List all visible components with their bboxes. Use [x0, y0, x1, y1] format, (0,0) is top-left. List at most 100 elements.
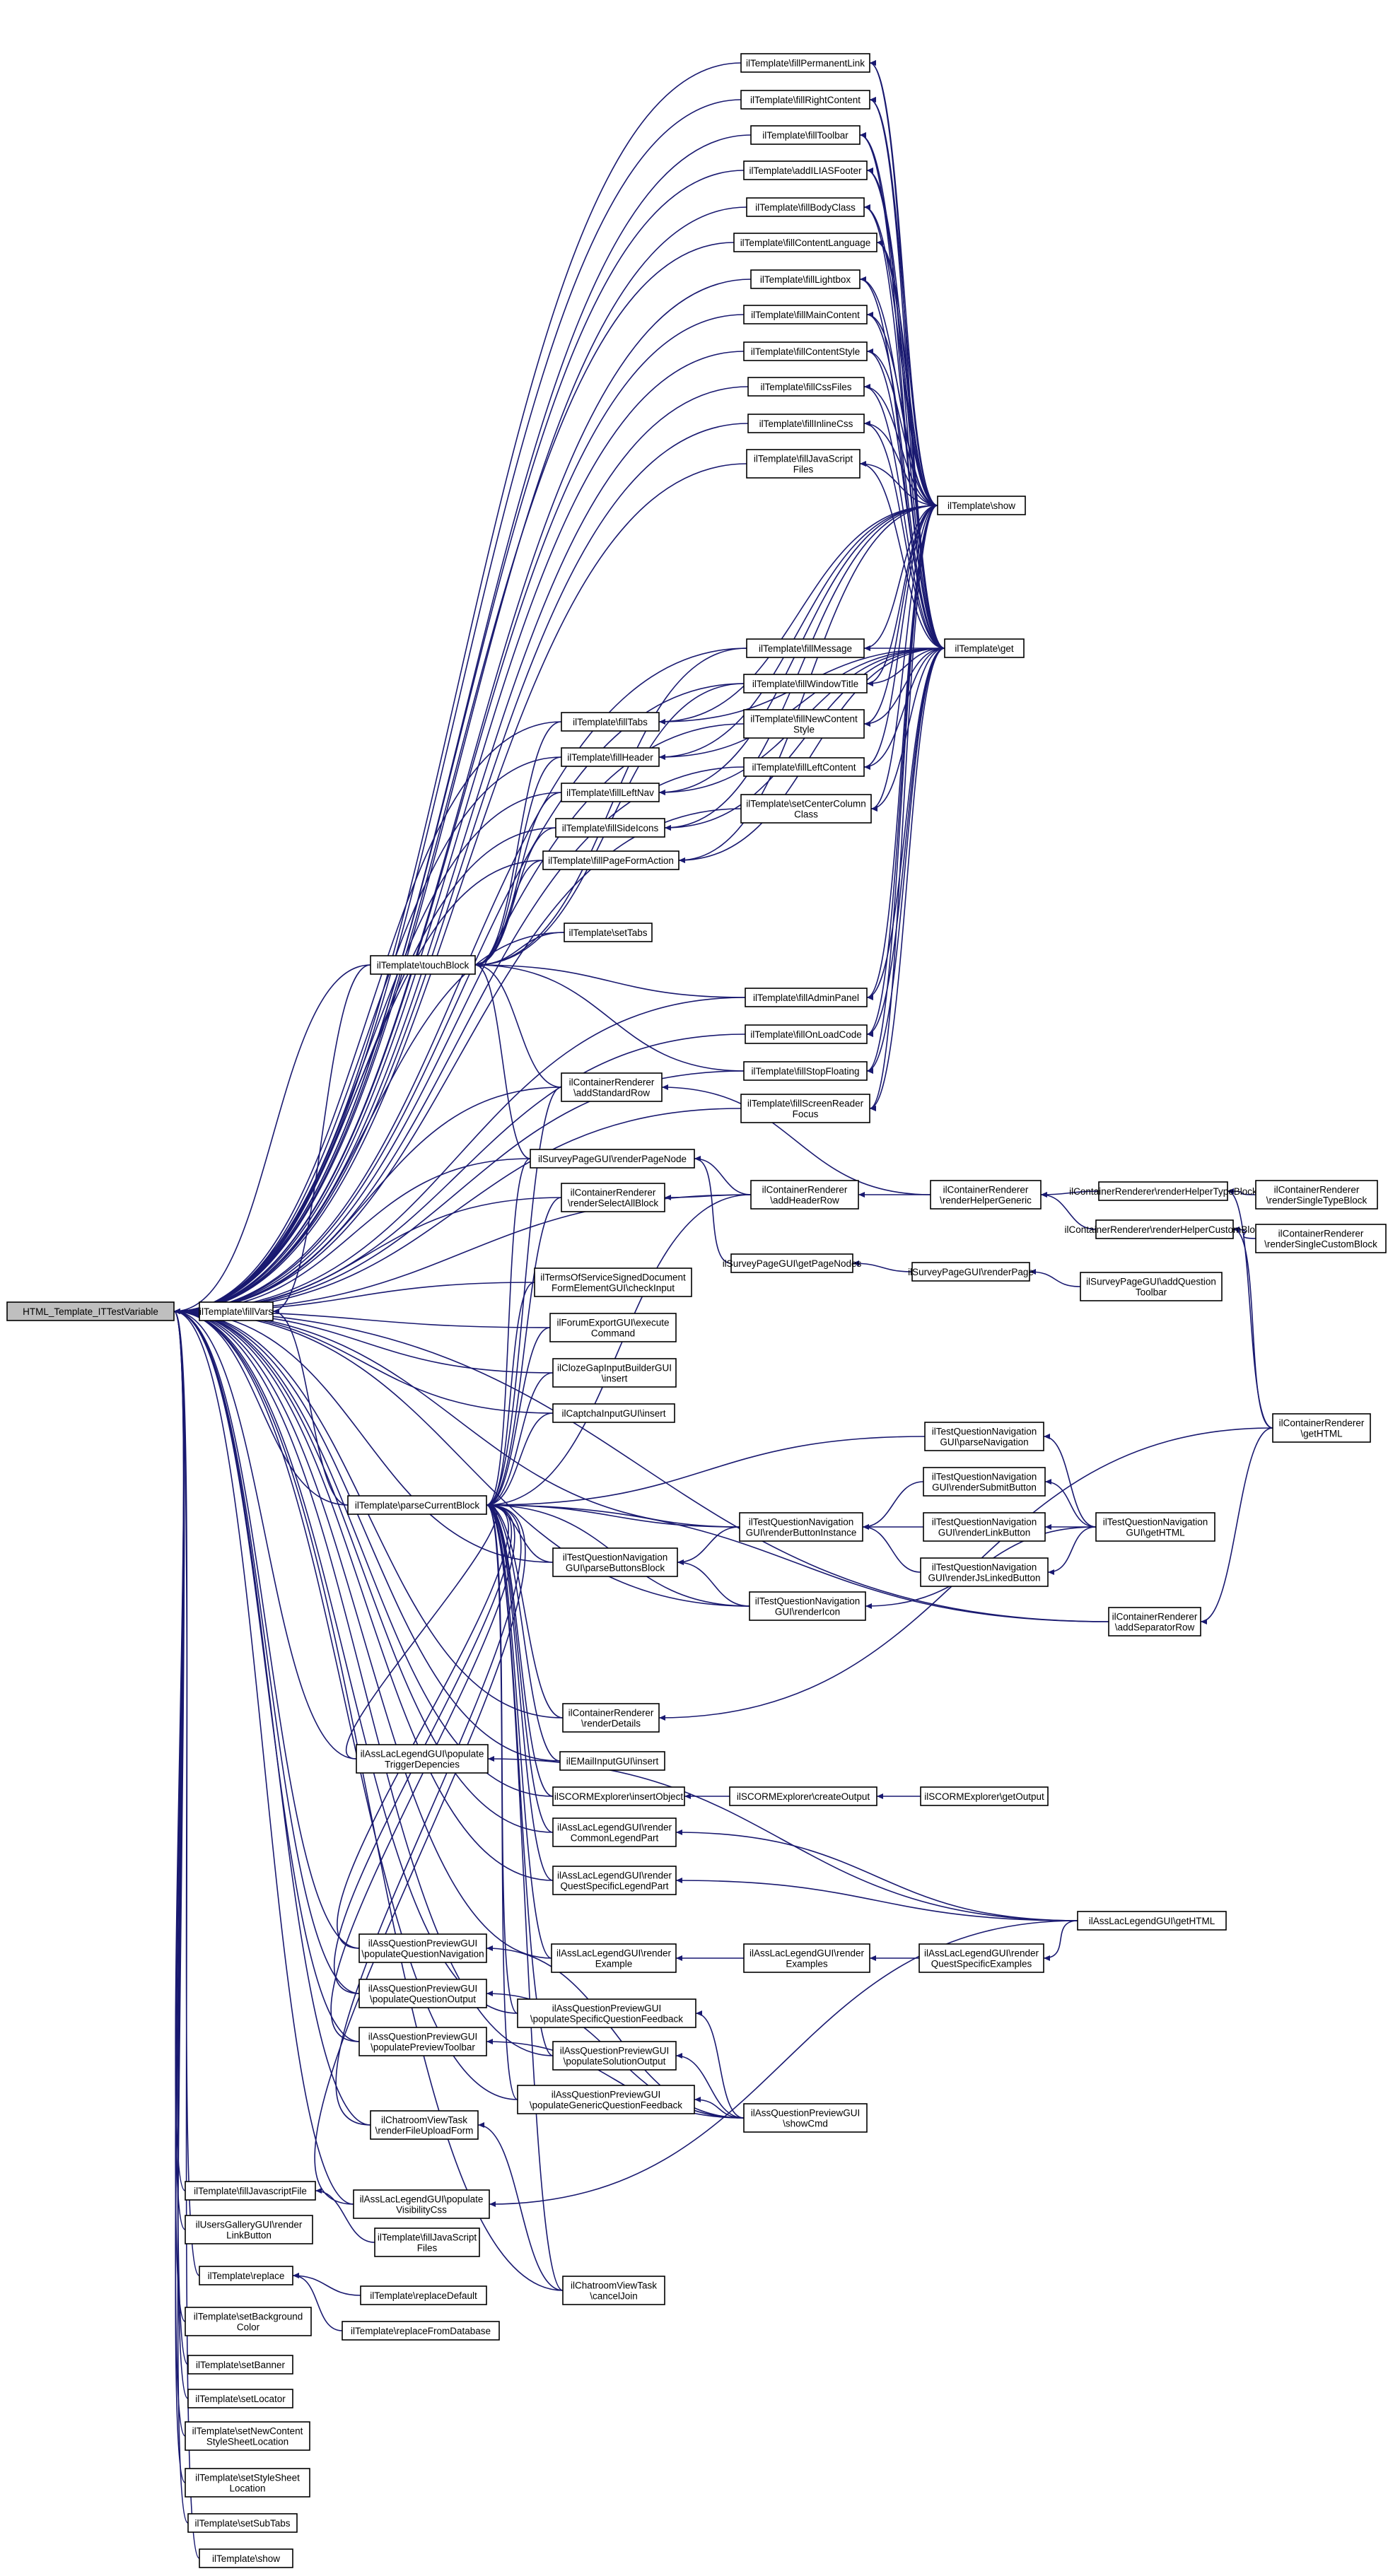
- node-permLink[interactable]: ilTemplate\fillPermanentLink: [740, 53, 870, 73]
- node-renderButtonInstance[interactable]: ilTestQuestionNavigationGUI\renderButton…: [739, 1512, 863, 1542]
- node-box: [552, 1547, 678, 1577]
- node-renderDetails[interactable]: ilContainerRenderer\renderDetails: [562, 1703, 660, 1733]
- node-showCmd[interactable]: ilAssQuestionPreviewGUI\showCmd: [743, 2103, 868, 2133]
- node-iliasFooter[interactable]: ilTemplate\addILIASFooter: [743, 160, 868, 180]
- node-cssFiles[interactable]: ilTemplate\fillCssFiles: [747, 377, 865, 397]
- node-parseButtonsBlock[interactable]: ilTestQuestionNavigationGUI\parseButtons…: [552, 1547, 678, 1577]
- node-renderSingleCustomBlock[interactable]: ilContainerRenderer\renderSingleCustomBl…: [1255, 1224, 1387, 1253]
- node-usersGallery[interactable]: ilUsersGalleryGUI\renderLinkButton: [185, 2215, 313, 2244]
- node-touchBlock[interactable]: ilTemplate\touchBlock: [370, 955, 476, 975]
- node-popGenericFeedback[interactable]: ilAssQuestionPreviewGUI\populateGenericQ…: [517, 2085, 695, 2114]
- node-setLocator[interactable]: ilTemplate\setLocator: [187, 2389, 293, 2408]
- node-label: ilAssQuestionPreviewGUI: [751, 2108, 861, 2119]
- node-lightbox[interactable]: ilTemplate\fillLightbox: [750, 269, 861, 289]
- node-mainContent[interactable]: ilTemplate\fillMainContent: [743, 305, 868, 324]
- node-fillSideIcons[interactable]: ilTemplate\fillSideIcons: [555, 818, 665, 838]
- node-addStandardRow[interactable]: ilContainerRenderer\addStandardRow: [561, 1072, 663, 1102]
- node-setBanner[interactable]: ilTemplate\setBanner: [187, 2355, 293, 2375]
- node-replaceFromDb[interactable]: ilTemplate\replaceFromDatabase: [342, 2321, 500, 2341]
- node-renderHelperGeneric[interactable]: ilContainerRenderer\renderHelperGeneric: [930, 1180, 1042, 1210]
- node-renderSubmitButton[interactable]: ilTestQuestionNavigationGUI\renderSubmit…: [923, 1467, 1046, 1497]
- node-renderHelperCustomBlock[interactable]: ilContainerRenderer\renderHelperCustomBl…: [1065, 1219, 1265, 1239]
- node-onLoadCode[interactable]: ilTemplate\fillOnLoadCode: [745, 1024, 868, 1044]
- node-cancelJoin[interactable]: ilChatroomViewTask\cancelJoin: [562, 2276, 665, 2305]
- node-questSpecLegend[interactable]: ilAssLacLegendGUI\renderQuestSpecificLeg…: [552, 1866, 677, 1895]
- node-get[interactable]: ilTemplate\get: [944, 638, 1025, 658]
- node-renderHelperTypeBlock[interactable]: ilContainerRenderer\renderHelperTypeBloc…: [1069, 1181, 1257, 1201]
- node-bodyClass[interactable]: ilTemplate\fillBodyClass: [746, 197, 865, 217]
- node-contentStyle[interactable]: ilTemplate\fillContentStyle: [743, 341, 868, 361]
- node-emailInsert[interactable]: ilEMailInputGUI\insert: [559, 1751, 665, 1771]
- node-parseCurrentBlock[interactable]: ilTemplate\parseCurrentBlock: [347, 1495, 487, 1515]
- node-fillJavascriptFile[interactable]: ilTemplate\fillJavascriptFile: [185, 2181, 316, 2201]
- node-chatRenderUpload[interactable]: ilChatroomViewTask\renderFileUploadForm: [370, 2110, 479, 2140]
- node-show2[interactable]: ilTemplate\show: [199, 2548, 293, 2568]
- node-renderSingleTypeBlock[interactable]: ilContainerRenderer\renderSingleTypeBloc…: [1255, 1180, 1378, 1210]
- node-fillHeader[interactable]: ilTemplate\fillHeader: [561, 747, 660, 767]
- node-label: GUI\renderIcon: [775, 1607, 840, 1617]
- node-popPreviewToolbar[interactable]: ilAssQuestionPreviewGUI\populatePreviewT…: [358, 2027, 487, 2056]
- node-pageFormAction[interactable]: ilTemplate\fillPageFormAction: [542, 850, 680, 870]
- node-stopFloating[interactable]: ilTemplate\fillStopFloating: [743, 1061, 868, 1081]
- node-toolbar[interactable]: ilTemplate\fillToolbar: [750, 125, 861, 145]
- node-contentLang[interactable]: ilTemplate\fillContentLanguage: [733, 233, 877, 252]
- node-replace[interactable]: ilTemplate\replace: [199, 2266, 293, 2285]
- node-renderJsLinkedButton[interactable]: ilTestQuestionNavigationGUI\renderJsLink…: [920, 1557, 1049, 1587]
- node-label: ilAssQuestionPreviewGUI: [368, 1938, 478, 1949]
- node-renderQuestExamples[interactable]: ilAssLacLegendGUI\renderQuestSpecificExa…: [918, 1943, 1044, 1973]
- node-addSeparatorRow[interactable]: ilContainerRenderer\addSeparatorRow: [1108, 1607, 1201, 1637]
- node-renderSelectAllBlock[interactable]: ilContainerRenderer\renderSelectAllBlock: [561, 1183, 665, 1212]
- node-leftContent[interactable]: ilTemplate\fillLeftContent: [743, 757, 865, 777]
- node-box: [356, 1744, 489, 1774]
- edge-cssFiles-to-root: [173, 386, 749, 1314]
- node-scormInsert[interactable]: ilSCORMExplorer\insertObject: [552, 1786, 685, 1806]
- node-scormCreate[interactable]: ilSCORMExplorer\createOutput: [729, 1786, 877, 1806]
- node-renderPageNode[interactable]: ilSurveyPageGUI\renderPageNode: [530, 1149, 695, 1169]
- node-containerGetHTML[interactable]: ilContainerRenderer\getHTML: [1272, 1413, 1371, 1443]
- node-addHeaderRow[interactable]: ilContainerRenderer\addHeaderRow: [750, 1180, 859, 1210]
- node-fillLeftNav[interactable]: ilTemplate\fillLeftNav: [561, 783, 660, 802]
- node-root[interactable]: HTML_Template_ITTestVariable: [6, 1301, 175, 1321]
- node-replaceDefault[interactable]: ilTemplate\replaceDefault: [360, 2285, 487, 2305]
- node-setSubTabs[interactable]: ilTemplate\setSubTabs: [187, 2513, 298, 2533]
- node-adminPanel[interactable]: ilTemplate\fillAdminPanel: [745, 988, 868, 1007]
- node-windowTitle[interactable]: ilTemplate\fillWindowTitle: [743, 674, 868, 693]
- node-setNewContentStyle[interactable]: ilTemplate\setNewContentStyleSheetLocati…: [185, 2421, 310, 2451]
- node-parseNavigation[interactable]: ilTestQuestionNavigationGUI\parseNavigat…: [924, 1422, 1044, 1451]
- node-popSpecFeedback[interactable]: ilAssQuestionPreviewGUI\populateSpecific…: [517, 1998, 696, 2028]
- node-popQuestionNav[interactable]: ilAssQuestionPreviewGUI\populateQuestion…: [358, 1933, 487, 1963]
- node-clozeGap[interactable]: ilClozeGapInputBuilderGUI\insert: [552, 1358, 677, 1388]
- node-getPageNodes[interactable]: ilSurveyPageGUI\getPageNodes: [723, 1253, 862, 1273]
- node-show[interactable]: ilTemplate\show: [937, 496, 1026, 515]
- node-inlineCss[interactable]: ilTemplate\fillInlineCss: [747, 414, 865, 433]
- node-scormGet[interactable]: ilSCORMExplorer\getOutput: [920, 1786, 1049, 1806]
- node-lacGetHTML[interactable]: ilAssLacLegendGUI\getHTML: [1077, 1911, 1227, 1931]
- node-popQuestionOutput[interactable]: ilAssQuestionPreviewGUI\populateQuestion…: [358, 1979, 487, 2008]
- node-message[interactable]: ilTemplate\fillMessage: [746, 638, 865, 658]
- node-fillTabs[interactable]: ilTemplate\fillTabs: [561, 712, 660, 732]
- node-renderPage[interactable]: ilSurveyPageGUI\renderPage: [908, 1262, 1034, 1282]
- node-captcha[interactable]: ilCaptchaInputGUI\insert: [552, 1403, 675, 1423]
- node-setTabs[interactable]: ilTemplate\setTabs: [564, 923, 653, 942]
- node-fillVars[interactable]: ilTemplate\fillVars: [199, 1301, 274, 1321]
- node-triggerDep[interactable]: ilAssLacLegendGUI\populateTriggerDepenci…: [356, 1744, 489, 1774]
- node-rightContent[interactable]: ilTemplate\fillRightContent: [740, 90, 870, 110]
- node-tosCheckInput[interactable]: ilTermsOfServiceSignedDocumentFormElemen…: [534, 1267, 692, 1297]
- node-popSolutionOutput[interactable]: ilAssQuestionPreviewGUI\populateSolution…: [552, 2041, 677, 2071]
- node-renderLinkButton[interactable]: ilTestQuestionNavigationGUI\renderLinkBu…: [923, 1512, 1046, 1542]
